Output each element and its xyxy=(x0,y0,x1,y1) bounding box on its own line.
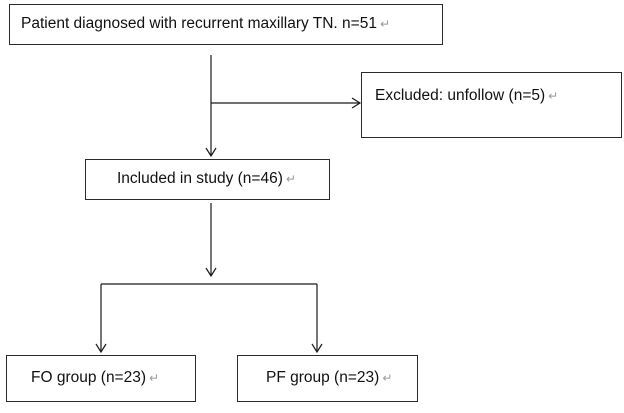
fo-group-label: FO group (n=23)↵ xyxy=(31,369,160,386)
return-mark-icon: ↵ xyxy=(382,371,393,385)
pf-group-label: PF group (n=23)↵ xyxy=(266,369,393,386)
patients-box: Patient diagnosed with recurrent maxilla… xyxy=(9,4,443,45)
patients-label: Patient diagnosed with recurrent maxilla… xyxy=(21,15,391,32)
return-mark-icon: ↵ xyxy=(149,371,160,385)
return-mark-icon: ↵ xyxy=(548,89,559,103)
return-mark-icon: ↵ xyxy=(379,17,391,31)
return-mark-icon: ↵ xyxy=(285,172,296,186)
included-label: Included in study (n=46)↵ xyxy=(117,170,296,187)
fo-group-box: FO group (n=23)↵ xyxy=(6,355,196,402)
pf-group-box: PF group (n=23)↵ xyxy=(237,355,418,402)
excluded-box: Excluded: unfollow (n=5)↵ xyxy=(361,72,622,138)
included-box: Included in study (n=46)↵ xyxy=(85,159,330,200)
excluded-label: Excluded: unfollow (n=5)↵ xyxy=(375,87,559,104)
